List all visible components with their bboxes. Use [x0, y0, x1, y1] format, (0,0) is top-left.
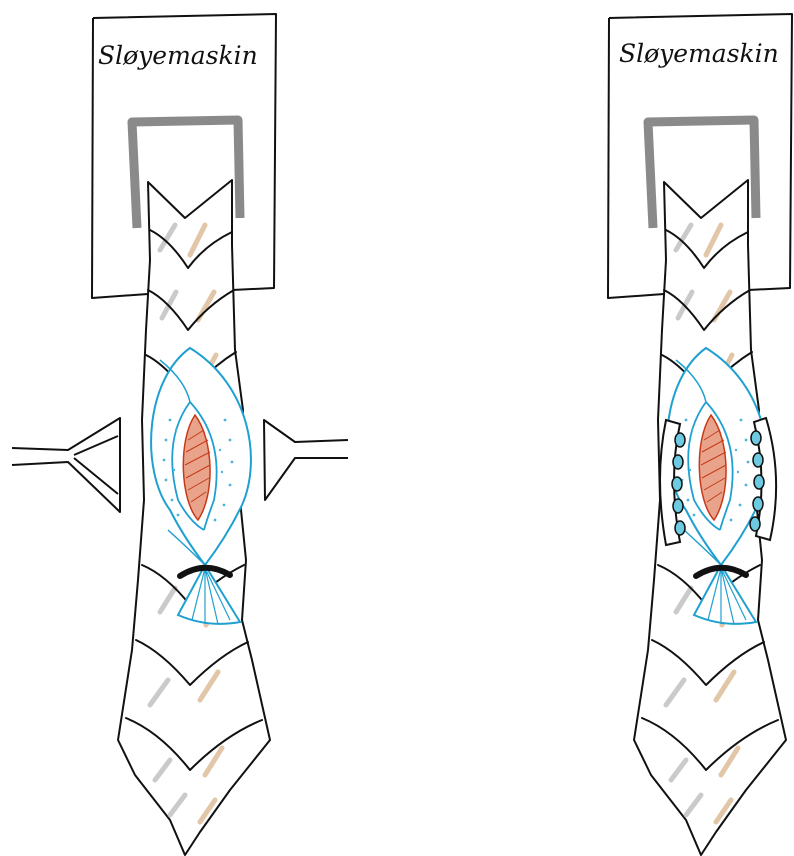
machine-label: Sløyemaskin — [98, 41, 258, 70]
panel-left: Sløyemaskin — [12, 14, 348, 855]
right-funnel-nozzle — [264, 420, 348, 500]
left-roller-guide — [660, 420, 685, 545]
machine-label: Sløyemaskin — [619, 39, 779, 68]
panel-right: Sløyemaskin — [608, 14, 792, 855]
left-funnel-nozzle — [12, 418, 120, 512]
right-roller-guide — [750, 418, 776, 540]
